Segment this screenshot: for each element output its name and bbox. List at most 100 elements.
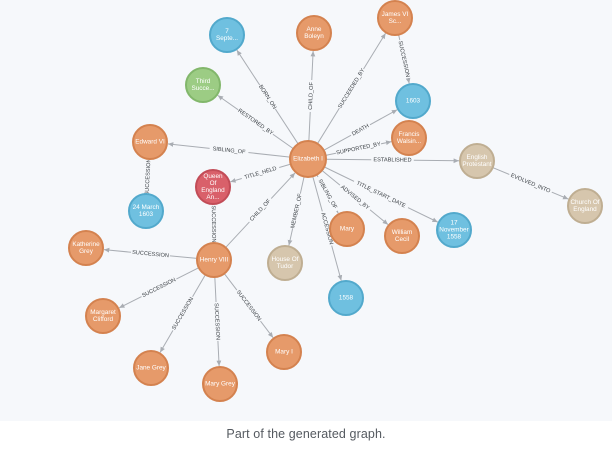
node-circle	[395, 83, 431, 119]
edge-label: MEMBER_OF	[290, 193, 304, 229]
edge-label: RESTORED_BY	[237, 108, 275, 137]
edge-label: TITLE_HELD	[244, 166, 278, 181]
node-circle	[436, 212, 472, 248]
node-circle	[296, 15, 332, 51]
node-label: Mary I	[275, 349, 293, 356]
node-circle	[567, 188, 603, 224]
graph-edge[interactable]: TITLE_HELD	[230, 163, 291, 183]
node-circle	[202, 366, 238, 402]
graph-node-maryi[interactable]: Mary I	[266, 334, 302, 370]
edge-label-bg	[257, 82, 279, 111]
graph-edge[interactable]: SIBLING_OF	[315, 174, 341, 214]
edge-label: CHILD_OF	[308, 81, 315, 109]
node-circle	[196, 242, 232, 278]
edge-label: CHILD_OF	[249, 198, 273, 223]
graph-edge[interactable]: SUCCESSION	[223, 273, 274, 338]
graph-edge[interactable]: ESTABLISHED	[325, 155, 460, 164]
edge-label: ESTABLISHED	[373, 157, 411, 163]
node-circle	[391, 120, 427, 156]
edge-label-bg	[306, 79, 315, 113]
graph-edge[interactable]: SUCCESSION	[210, 204, 218, 244]
graph-edge[interactable]: SUCCESSION	[213, 276, 222, 367]
graph-node-henry[interactable]: Henry VIII	[196, 242, 232, 278]
graph-node-elizabeth[interactable]: Elizabeth I	[289, 140, 327, 178]
node-circle	[133, 350, 169, 386]
node-circle	[459, 143, 495, 179]
figure-caption: Part of the generated graph.	[226, 427, 386, 441]
edge-label: SUCCESSION	[210, 205, 217, 242]
node-circle	[328, 280, 364, 316]
edge-label-bg	[315, 175, 341, 213]
graph-edge[interactable]: SUCCESSION	[396, 34, 412, 84]
edge-label-bg	[142, 157, 153, 197]
graph-edge[interactable]: SIBLING_OF	[167, 142, 291, 158]
graph-node-edward[interactable]: Edward VI	[132, 124, 168, 160]
graph-node-mary[interactable]: Mary	[329, 211, 365, 247]
edge-label-bg	[240, 163, 281, 182]
node-label: Edward VI	[135, 139, 165, 146]
edge-label-bg	[508, 170, 554, 195]
graph-edge[interactable]: MEMBER_OF	[287, 176, 305, 246]
edge-label: SUCCESSION	[235, 289, 262, 322]
edge-label-bg	[139, 275, 178, 300]
edge-label-bg	[130, 248, 171, 259]
edge-label-bg	[246, 195, 274, 224]
graph-edge[interactable]: CHILD_OF	[306, 50, 316, 142]
node-label: Henry VIII	[200, 257, 229, 264]
edge-label-bg	[335, 139, 382, 157]
graph-edge[interactable]: SUPPORTED_BY	[325, 139, 392, 157]
edge-label-bg	[396, 39, 412, 79]
node-circle	[85, 298, 121, 334]
node-label: Mary Grey	[205, 381, 236, 388]
edge-label-bg	[234, 287, 264, 323]
node-circle	[128, 193, 164, 229]
node-circle	[132, 124, 168, 160]
graph-node-marygrey[interactable]: Mary Grey	[202, 366, 238, 402]
node-circle	[195, 169, 231, 205]
edge-label-bg	[213, 301, 222, 342]
edge-label-bg	[349, 121, 372, 138]
edge-label-bg	[336, 66, 367, 110]
graph-edge[interactable]: SUCCESSION	[142, 157, 153, 197]
graph-edge[interactable]: SUCCEEDED_BY	[317, 33, 386, 144]
graph-edge[interactable]: CHILD_OF	[225, 172, 296, 248]
graph-node-y1558[interactable]: 1558	[328, 280, 364, 316]
graph-edge[interactable]: EVOLVED_INTO	[492, 167, 569, 200]
graph-node-y1603[interactable]: 1603	[395, 83, 431, 119]
edge-label-bg	[236, 106, 276, 137]
graph-edge[interactable]: RESTORED_BY	[217, 94, 294, 150]
graph-edge[interactable]: SUCCESSION	[103, 247, 198, 259]
edge-label: BORN_ON	[257, 84, 277, 110]
edge-label: SUCCESSION	[213, 303, 221, 340]
edge-label: SUCCESSION	[397, 40, 411, 77]
graph-node-jane[interactable]: Jane Grey	[133, 350, 169, 386]
